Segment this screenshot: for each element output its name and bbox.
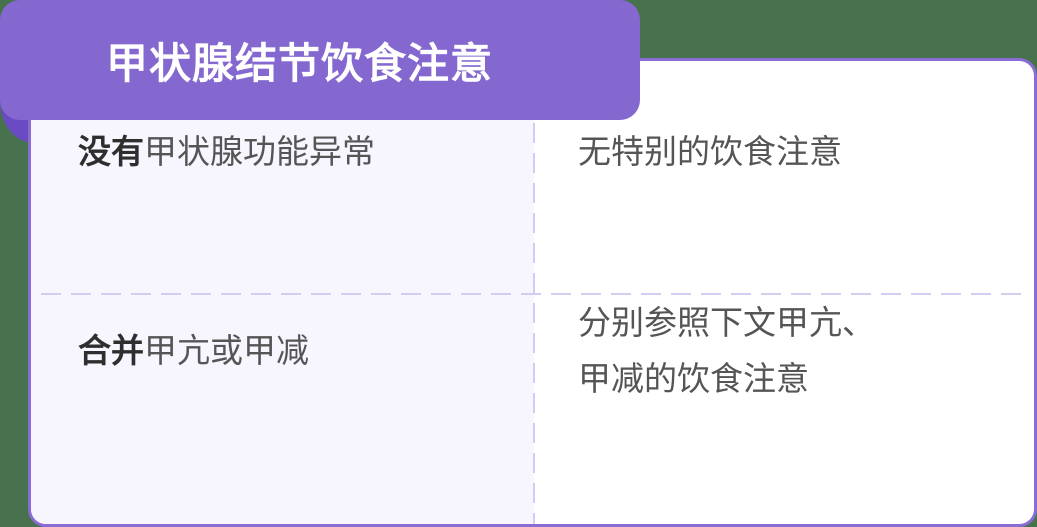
row-2-advice-line-2: 甲减的饮食注意 xyxy=(578,359,809,398)
info-table-card xyxy=(28,58,1037,527)
row-1-condition-text: 甲状腺功能异常 xyxy=(144,132,375,171)
condition-column xyxy=(31,61,534,524)
row-divider xyxy=(41,293,1024,295)
row-2-advice: 分别参照下文甲亢、 甲减的饮食注意 xyxy=(578,295,958,407)
page-title: 甲状腺结节饮食注意 xyxy=(106,38,494,88)
row-1-advice: 无特别的饮食注意 xyxy=(578,132,842,171)
title-tab: 甲状腺结节饮食注意 xyxy=(0,0,640,120)
row-1-condition-keyword: 没有 xyxy=(78,132,144,171)
row-2-advice-line-1: 分别参照下文甲亢、 xyxy=(578,303,875,342)
row-1-condition: 没有甲状腺功能异常 xyxy=(78,124,375,180)
row-2-condition-keyword: 合并 xyxy=(78,331,144,370)
row-2-condition: 合并甲亢或甲减 xyxy=(78,323,309,379)
column-divider xyxy=(533,123,535,524)
row-2-condition-text: 甲亢或甲减 xyxy=(144,331,309,370)
